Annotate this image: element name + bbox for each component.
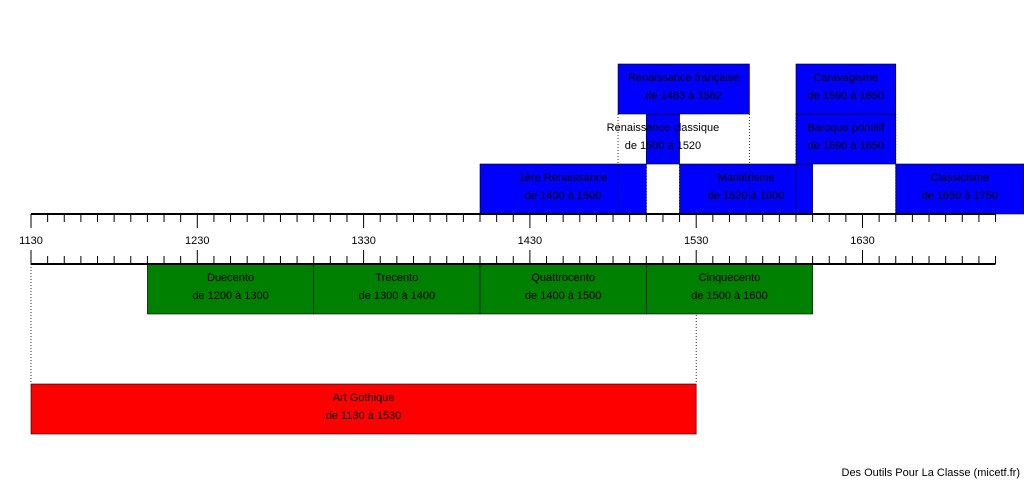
period-art-gothique: Art Gothique de 1130 à 1530 [30, 383, 697, 435]
period-renaissance-fran-aise: Renaissance française de 1483 à 1562 [617, 63, 750, 115]
period-range: de 1590 à 1650 [808, 90, 884, 102]
period-caravagisme: Caravagisme de 1590 à 1650 [795, 63, 897, 115]
axis-tick-label: 1330 [351, 235, 375, 247]
period-bar [795, 63, 897, 115]
axis-tick-label: 1130 [19, 235, 43, 247]
period-title: Classicisme [931, 172, 990, 184]
period-1-re-renaissance: 1ère Renaissance de 1400 à 1500 [479, 163, 647, 215]
period-range: de 1483 à 1562 [645, 90, 721, 102]
periods-layer: 1ère Renaissance de 1400 à 1500 Maniérisme… [30, 63, 1024, 435]
period-title: Trecento [375, 272, 418, 284]
period-range: de 1500 à 1520 [625, 140, 701, 152]
period-title: Maniérisme [718, 172, 775, 184]
period-title: Renaissance classique [607, 122, 720, 134]
period-duecento: Duecento de 1200 à 1300 [147, 263, 315, 315]
period-range: de 1520 à 1600 [708, 190, 784, 202]
period-range: de 1130 à 1530 [326, 410, 402, 422]
timeline-axis: 1130 1230 1330 1430 1530 1630 [19, 213, 997, 265]
period-bar [313, 263, 481, 315]
axis-tick-label: 1230 [185, 235, 209, 247]
period-range: de 1200 à 1300 [192, 290, 268, 302]
period-bar [646, 263, 813, 315]
period-range: de 1590 à 1650 [808, 140, 884, 152]
period-range: de 1400 à 1500 [525, 190, 601, 202]
period-title: Baroque primitif [807, 122, 885, 134]
period-range: de 1400 à 1500 [525, 290, 601, 302]
period-bar [646, 113, 680, 165]
period-bar [479, 163, 647, 215]
period-title: Quattrocento [531, 272, 595, 284]
period-quattrocento: Quattrocento de 1400 à 1500 [479, 263, 647, 315]
period-bar [795, 113, 897, 165]
period-bar [617, 63, 750, 115]
period-mani-risme: Maniérisme de 1520 à 1600 [679, 163, 813, 215]
period-bar [479, 263, 647, 315]
period-bar [30, 383, 697, 435]
axis-tick-label: 1530 [684, 235, 708, 247]
period-title: Art Gothique [333, 392, 395, 404]
period-title: Duecento [207, 272, 254, 284]
period-bar [147, 263, 315, 315]
period-bar [679, 163, 813, 215]
period-title: 1ère Renaissance [519, 172, 608, 184]
footer-credit: Des Outils Pour La Classe (micetf.fr) [841, 467, 1021, 479]
period-bar [895, 163, 1024, 215]
period-title: Cinquecento [699, 272, 761, 284]
axis-tick-label: 1430 [518, 235, 542, 247]
period-title: Renaissance française [628, 72, 739, 84]
period-range: de 1650 à 1750 [922, 190, 998, 202]
period-title: Caravagisme [813, 72, 878, 84]
axis-band [31, 214, 996, 264]
axis-tick-label: 1630 [850, 235, 874, 247]
period-cinquecento: Cinquecento de 1500 à 1600 [646, 263, 813, 315]
period-trecento: Trecento de 1300 à 1400 [313, 263, 481, 315]
period-classicisme: Classicisme de 1650 à 1750 [895, 163, 1024, 215]
period-renaissance-classique: Renaissance classique de 1500 à 1520 [607, 113, 720, 165]
period-range: de 1300 à 1400 [359, 290, 435, 302]
period-range: de 1500 à 1600 [691, 290, 767, 302]
period-baroque-primitif: Baroque primitif de 1590 à 1650 [795, 113, 897, 165]
